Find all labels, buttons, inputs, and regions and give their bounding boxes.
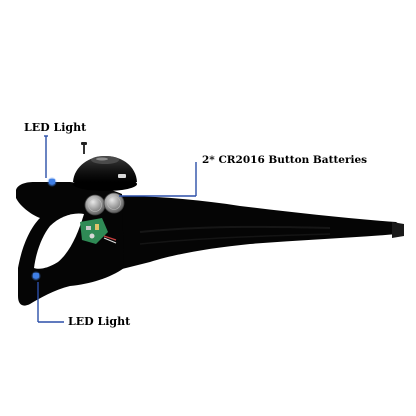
batteries-label: 2* CR2016 Button Batteries xyxy=(202,154,368,166)
led-light-label-top: LED Light xyxy=(24,121,87,134)
pet-harness-icon xyxy=(16,182,404,306)
led-light-icon xyxy=(31,271,41,281)
led-light-icon xyxy=(47,177,57,187)
button-battery-icon xyxy=(84,194,106,216)
screw-icon xyxy=(81,142,87,154)
led-light-label-bottom: LED Light xyxy=(68,315,131,328)
leader-line-batteries xyxy=(119,162,197,197)
button-battery-icon xyxy=(103,192,125,214)
leader-line-led-top xyxy=(44,135,48,178)
controller-box-icon xyxy=(73,156,137,191)
circuit-board-icon xyxy=(80,218,117,244)
leader-line-led-bottom xyxy=(37,282,64,323)
